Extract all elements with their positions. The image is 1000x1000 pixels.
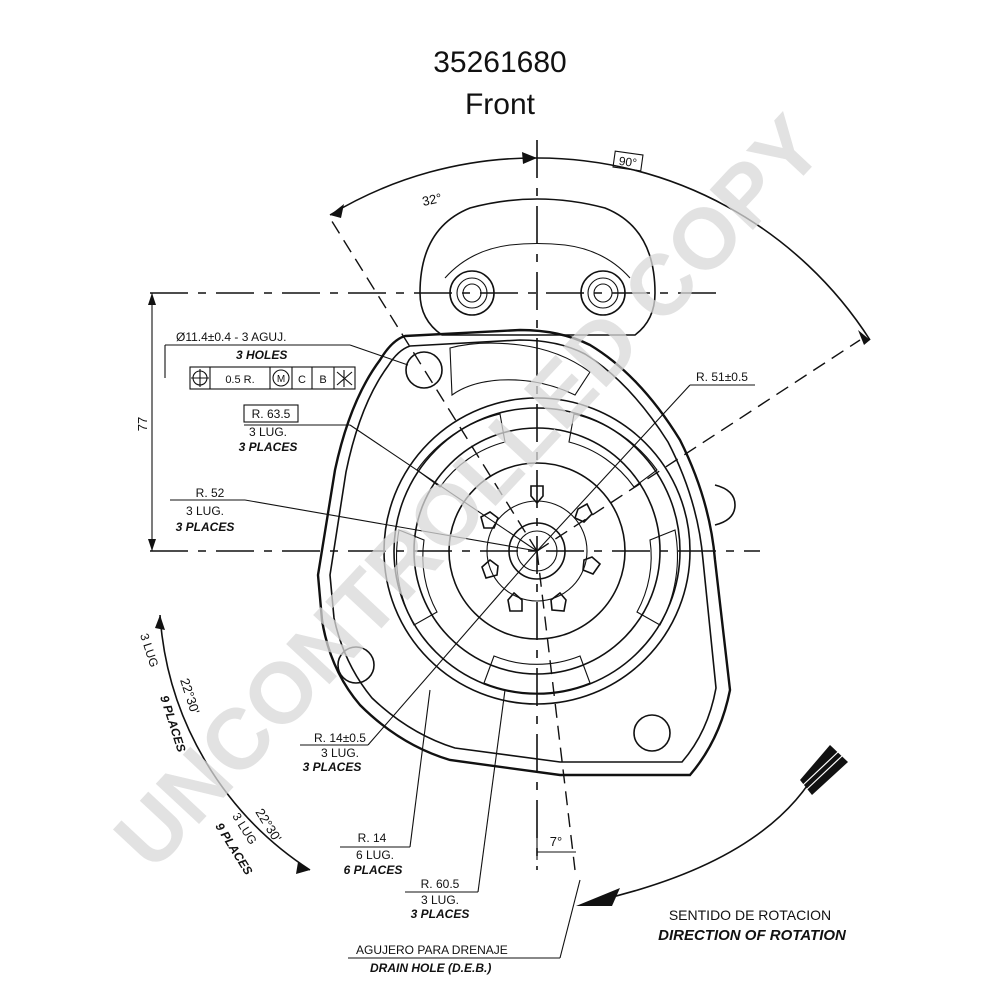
r635-value: R. 63.5 bbox=[252, 407, 291, 421]
r52-line1: 3 LUG. bbox=[186, 504, 224, 518]
r52-value: R. 52 bbox=[196, 486, 225, 500]
rotation-arrow bbox=[576, 745, 848, 906]
view-title: Front bbox=[465, 88, 536, 121]
drive-end-rings bbox=[383, 397, 691, 705]
lug9-line1: 3 LUG bbox=[137, 632, 161, 669]
dimension-77-label: 77 bbox=[135, 417, 150, 431]
part-number-title: 35261680 bbox=[433, 46, 566, 79]
angle-32-label: 32° bbox=[421, 190, 443, 209]
frame-c-label: C bbox=[298, 374, 306, 386]
holes-spec-label: Ø11.4±0.4 - 3 AGUJ. bbox=[176, 330, 286, 344]
rotation-arrow-tail-icon bbox=[800, 745, 848, 795]
r52-line2: 3 PLACES bbox=[176, 520, 235, 534]
angle-7-label: 7° bbox=[550, 834, 562, 849]
drain-line1: AGUJERO PARA DRENAJE bbox=[356, 943, 508, 957]
r14-value: R. 14 bbox=[358, 831, 387, 845]
r14-line2: 6 PLACES bbox=[344, 863, 403, 877]
r14-05-value: R. 14±0.5 bbox=[314, 731, 366, 745]
angle-90-label: 90° bbox=[618, 154, 638, 170]
mounting-flange bbox=[419, 198, 656, 336]
r605-value: R. 60.5 bbox=[421, 877, 460, 891]
rotation-line2: DIRECTION OF ROTATION bbox=[658, 927, 847, 944]
holes-count-label: 3 HOLES bbox=[236, 348, 287, 362]
frame-m-label: M bbox=[277, 374, 285, 385]
r605-line2: 3 PLACES bbox=[411, 907, 470, 921]
r635-line2: 3 PLACES bbox=[239, 440, 298, 454]
angle-arcs bbox=[155, 152, 871, 874]
leader-lines bbox=[164, 344, 755, 959]
position-tolerance-label: 0.5 R. bbox=[225, 374, 254, 386]
dimension-77 bbox=[148, 293, 156, 551]
r14-line1: 6 LUG. bbox=[356, 848, 394, 862]
drain-line2: DRAIN HOLE (D.E.B.) bbox=[370, 961, 491, 975]
frame-b-label: B bbox=[319, 374, 326, 386]
angle-90-box bbox=[612, 150, 644, 172]
r605-line1: 3 LUG. bbox=[421, 893, 459, 907]
rotation-line1: SENTIDO DE ROTACION bbox=[669, 907, 831, 923]
r635-line1: 3 LUG. bbox=[249, 425, 287, 439]
r51-value: R. 51±0.5 bbox=[696, 370, 748, 384]
pinion-gear bbox=[480, 485, 602, 612]
r14-05-line1: 3 LUG. bbox=[321, 746, 359, 760]
feature-control-frame bbox=[189, 366, 356, 390]
r14-05-line2: 3 PLACES bbox=[303, 760, 362, 774]
rotation-arrowhead-icon bbox=[576, 888, 620, 906]
r635-box bbox=[243, 404, 299, 423]
starter-housing bbox=[316, 328, 736, 777]
